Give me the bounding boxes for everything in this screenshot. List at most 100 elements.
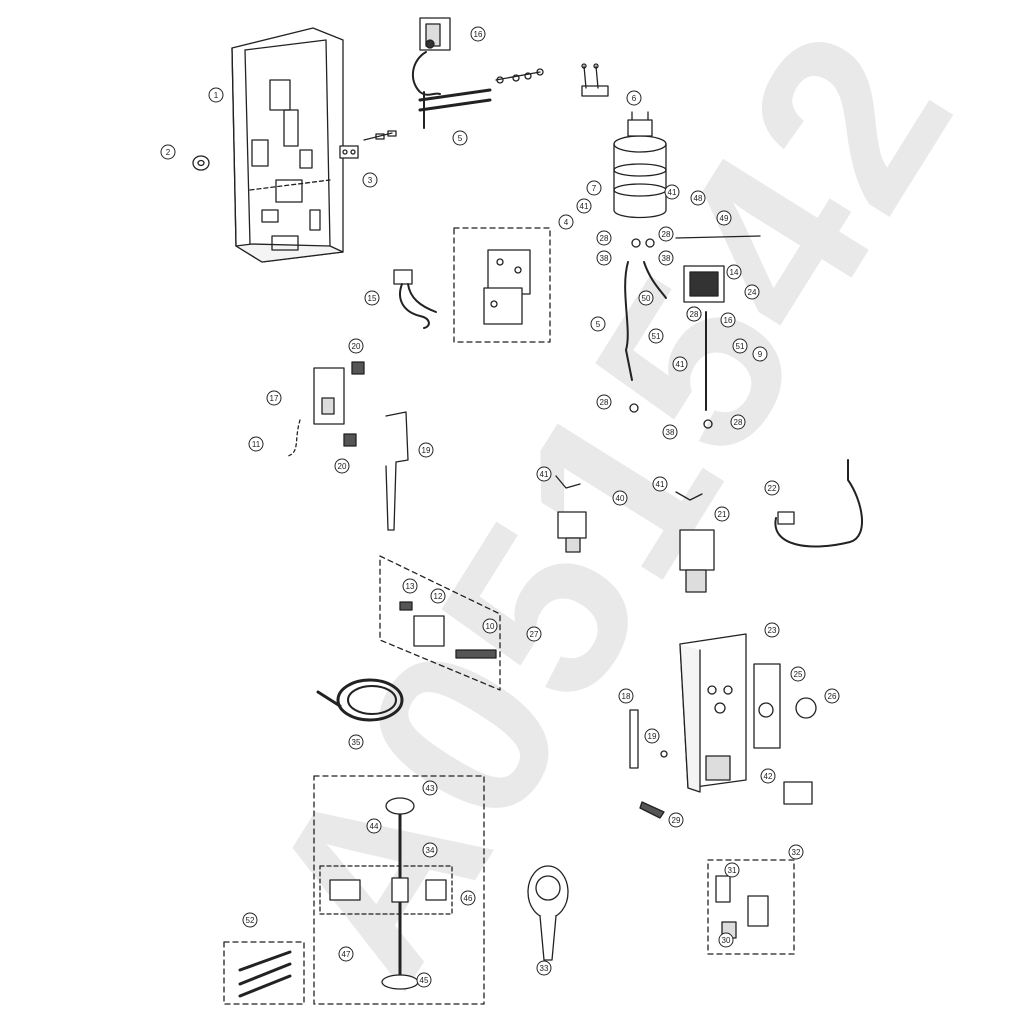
- callout-label: 35: [352, 738, 361, 747]
- callout-c28e: 28: [730, 414, 746, 430]
- riser-rail-kit-part: [313, 775, 485, 1005]
- callout-label: 28: [690, 310, 699, 319]
- callout-label: 28: [600, 398, 609, 407]
- callout-circle: [348, 734, 364, 750]
- callout-label: 26: [828, 692, 837, 701]
- callout-circle: [590, 316, 606, 332]
- callout-circle: [824, 688, 840, 704]
- callout-circle: [764, 480, 780, 496]
- callout-c40: 40: [612, 490, 628, 506]
- callout-c19a: 19: [418, 442, 434, 458]
- callout-c20b: 20: [334, 458, 350, 474]
- callout-label: 28: [662, 230, 671, 239]
- callout-c25: 25: [790, 666, 806, 682]
- callout-label: 51: [652, 332, 661, 341]
- callout-label: 32: [792, 848, 801, 857]
- callout-circle: [726, 264, 742, 280]
- callout-circle: [362, 172, 378, 188]
- callout-label: 14: [730, 268, 739, 277]
- callout-circle: [242, 912, 258, 928]
- callout-c13: 13: [402, 578, 418, 594]
- callout-label: 45: [420, 976, 429, 985]
- callout-c21: 21: [714, 506, 730, 522]
- callout-c48: 48: [690, 190, 706, 206]
- callout-c47: 47: [338, 946, 354, 962]
- callout-label: 3: [368, 176, 373, 185]
- callout-c26: 26: [824, 688, 840, 704]
- callout-c50: 50: [638, 290, 654, 306]
- callout-circle: [366, 818, 382, 834]
- callout-c35: 35: [348, 734, 364, 750]
- callout-label: 22: [768, 484, 777, 493]
- callout-label: 17: [270, 394, 279, 403]
- callout-circle: [526, 626, 542, 642]
- callout-circle: [790, 666, 806, 682]
- callout-label: 16: [724, 316, 733, 325]
- callout-c28f: 28: [686, 306, 702, 322]
- inlet-valve-part: [555, 475, 587, 553]
- callout-circle: [248, 436, 264, 452]
- callout-circle: [732, 338, 748, 354]
- callout-circle: [788, 844, 804, 860]
- callout-circle: [422, 780, 438, 796]
- callout-label: 9: [758, 350, 763, 359]
- callout-label: 34: [426, 846, 435, 855]
- wiring-connector-part: [393, 269, 437, 329]
- callout-circle: [724, 862, 740, 878]
- callout-label: 46: [464, 894, 473, 903]
- callout-label: 1: [214, 91, 219, 100]
- callout-c7: 7: [586, 180, 602, 196]
- callout-circle: [334, 458, 350, 474]
- callout-label: 7: [592, 184, 597, 193]
- callout-c18: 18: [618, 688, 634, 704]
- callout-label: 5: [458, 134, 463, 143]
- callout-c1: 1: [208, 87, 224, 103]
- terminal-bracket-part: [339, 130, 397, 159]
- callout-label: 27: [530, 630, 539, 639]
- callout-c31: 31: [724, 862, 740, 878]
- callout-circle: [716, 210, 732, 226]
- circuit-breaker-part: [287, 367, 345, 457]
- callout-label: 38: [666, 428, 675, 437]
- callout-label: 38: [662, 254, 671, 263]
- callout-label: 52: [246, 916, 255, 925]
- callout-label: 49: [720, 214, 729, 223]
- solenoid-valve-part: [675, 235, 761, 303]
- shower-head-part: [527, 865, 569, 961]
- mounting-bar-part: [385, 411, 409, 531]
- callout-label: 44: [370, 822, 379, 831]
- callout-label: 19: [648, 732, 657, 741]
- callout-circle: [648, 328, 664, 344]
- callout-c5b: 5: [590, 316, 606, 332]
- callout-label: 28: [734, 418, 743, 427]
- callout-circle: [658, 226, 674, 242]
- callout-label: 15: [368, 294, 377, 303]
- callout-c22: 22: [764, 480, 780, 496]
- callout-circle: [586, 180, 602, 196]
- callout-c16b: 16: [720, 312, 736, 328]
- callout-c14: 14: [726, 264, 742, 280]
- callout-label: 20: [352, 342, 361, 351]
- callout-circle: [576, 198, 592, 214]
- callout-c3: 3: [362, 172, 378, 188]
- terminal-block-part: [581, 63, 609, 97]
- callout-c11: 11: [248, 436, 264, 452]
- callout-c6: 6: [626, 90, 642, 106]
- shower-unit-cover-part: [679, 633, 747, 793]
- control-panel-part: [753, 663, 817, 749]
- callout-c41c: 41: [672, 356, 688, 372]
- callout-c42: 42: [760, 768, 776, 784]
- callout-circle: [714, 506, 730, 522]
- switch-assembly-part: [379, 555, 501, 691]
- callout-label: 50: [642, 294, 651, 303]
- callout-circle: [730, 414, 746, 430]
- pcb-assembly-part: [453, 227, 551, 343]
- callout-circle: [690, 190, 706, 206]
- callout-label: 10: [486, 622, 495, 631]
- callout-label: 13: [406, 582, 415, 591]
- cable-clamp-part: [343, 361, 365, 447]
- callout-label: 19: [422, 446, 431, 455]
- callout-c33: 33: [536, 960, 552, 976]
- callout-c27: 27: [526, 626, 542, 642]
- microswitch-part: [411, 17, 451, 96]
